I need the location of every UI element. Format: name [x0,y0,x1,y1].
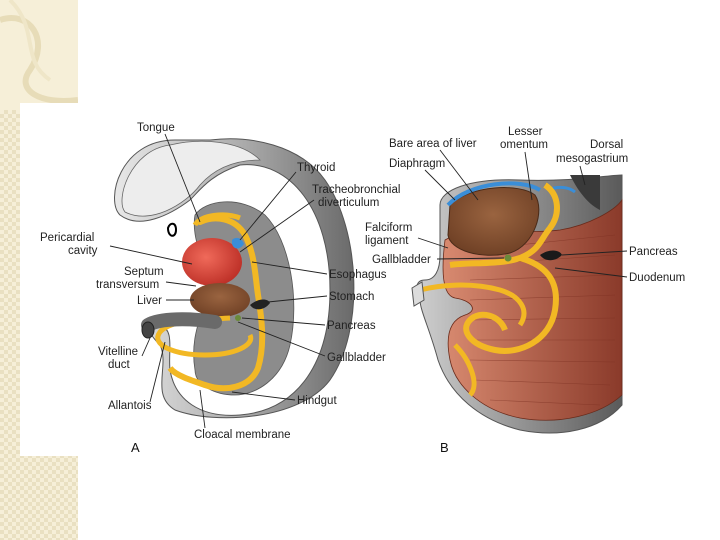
label-lesser-2: omentum [500,139,548,151]
label-falciform-1: Falciform [365,222,412,234]
decorative-swirl [0,0,78,104]
label-vitelline-1: Vitelline [98,346,138,358]
label-cloacal-membrane: Cloacal membrane [194,429,291,441]
panel-a-labels: Tongue Thyroid Tracheobronchial divertic… [40,122,400,455]
panel-letter-b: B [440,440,449,455]
label-dorsal-2: mesogastrium [556,153,628,165]
panel-b-labels: Bare area of liver Lesser omentum Dorsal… [365,126,685,455]
label-tongue: Tongue [137,122,175,134]
label-pericardial-1: Pericardial [40,232,94,244]
label-septum-1: Septum [124,266,164,278]
label-diaphragm: Diaphragm [389,158,445,170]
label-tracheobronchial-1: Tracheobronchial [312,184,400,196]
panel-a-drawing [114,138,355,419]
label-thyroid: Thyroid [297,162,335,174]
label-gallbladder-a: Gallbladder [327,352,386,364]
label-hindgut: Hindgut [297,395,337,407]
label-pancreas-a: Pancreas [327,320,376,332]
liver-shape-a [190,283,250,317]
label-vitelline-2: duct [108,359,131,371]
label-pancreas-b: Pancreas [629,246,678,258]
label-tracheobronchial-2: diverticulum [318,197,379,209]
label-septum-2: transversum [96,279,159,291]
liver-shape-b [447,187,540,256]
gut-tube-a [197,215,266,392]
heart-shape [182,238,242,286]
label-stomach: Stomach [329,291,374,303]
panel-b-drawing [411,174,623,434]
label-bare-area: Bare area of liver [389,138,477,150]
label-dorsal-1: Dorsal [590,139,623,151]
label-esophagus: Esophagus [329,269,387,281]
panel-letter-a: A [131,440,140,455]
gut-tube-b [449,182,560,268]
label-gallbladder-b: Gallbladder [372,254,431,266]
label-duodenum: Duodenum [629,272,685,284]
label-allantois: Allantois [108,400,152,412]
label-lesser-1: Lesser [508,126,543,138]
label-pericardial-2: cavity [68,245,98,257]
label-liver: Liver [137,295,162,307]
label-falciform-2: ligament [365,235,409,247]
